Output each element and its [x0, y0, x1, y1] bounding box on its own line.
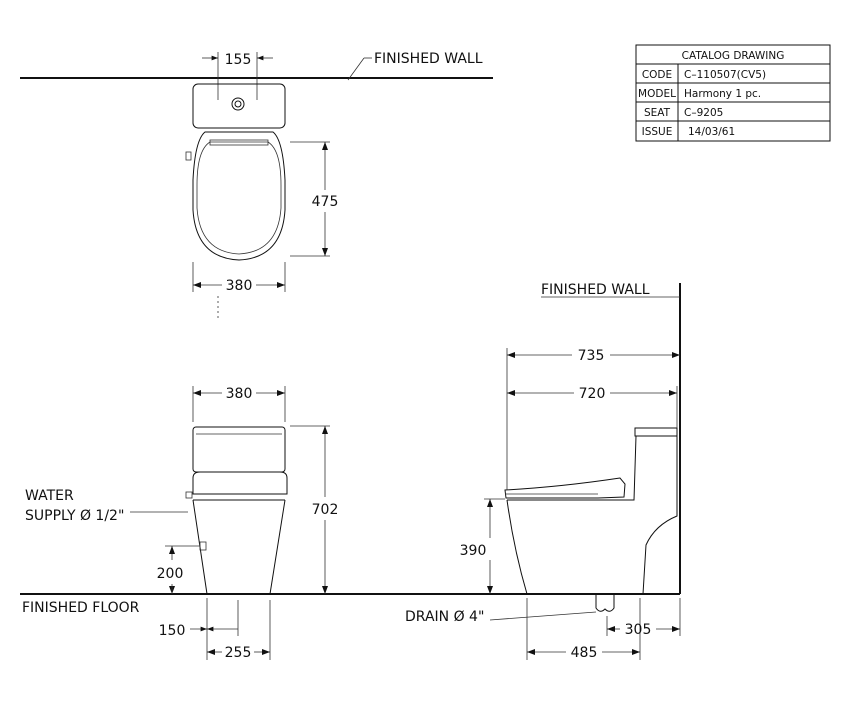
seat-side: [504, 477, 626, 499]
dim-155: 155: [225, 52, 252, 68]
finished-wall-label: FINISHED WALL: [374, 51, 483, 67]
water-supply-label: WATER: [25, 488, 74, 504]
finished-floor-label: FINISHED FLOOR: [22, 600, 140, 616]
title-row-label: SEAT: [644, 107, 671, 119]
finished-wall-side-label: FINISHED WALL: [541, 282, 650, 298]
dim-720: 720: [579, 386, 606, 402]
dim-390: 390: [460, 543, 487, 559]
title-row-value: Harmony 1 pc.: [684, 88, 761, 100]
title-block: CATALOG DRAWING CODE C–110507(CV5) MODEL…: [635, 44, 831, 142]
dim-200: 200: [157, 566, 184, 582]
title-row-label: ISSUE: [642, 126, 673, 138]
dim-475: 475: [312, 194, 339, 210]
side-view: FINISHED WALL DRAIN Ø 4" 735 720 390: [405, 282, 681, 661]
title-row-label: CODE: [642, 69, 672, 81]
dim-150: 150: [159, 623, 186, 639]
title-row-label: MODEL: [638, 88, 676, 100]
front-view: 380 702 WATER SUPPLY Ø 1/2" 200 150 255: [25, 386, 338, 661]
dim-380-front: 380: [226, 386, 253, 402]
seat-front: [192, 471, 288, 495]
title-row-value: C–9205: [684, 107, 723, 119]
title-row-value: C–110507(CV5): [684, 69, 766, 81]
plan-view: FINISHED WALL 155 475 380: [20, 51, 493, 318]
water-supply-label-2: SUPPLY Ø 1/2": [25, 508, 124, 524]
dim-735: 735: [578, 348, 605, 364]
dim-485: 485: [571, 645, 598, 661]
base-front: [192, 499, 286, 595]
title-row-value: 14/03/61: [688, 126, 735, 138]
drain-pipe: [595, 594, 615, 612]
dim-702: 702: [312, 502, 339, 518]
flush-button-icon: [231, 97, 245, 111]
tank-plan: [192, 83, 286, 129]
tank-side: [634, 427, 678, 437]
drain-label: DRAIN Ø 4": [405, 609, 484, 625]
bowl-plan: [192, 131, 286, 261]
dim-255: 255: [225, 645, 252, 661]
title-block-title: CATALOG DRAWING: [682, 50, 785, 62]
dim-380-plan: 380: [226, 278, 253, 294]
dim-305: 305: [625, 622, 652, 638]
